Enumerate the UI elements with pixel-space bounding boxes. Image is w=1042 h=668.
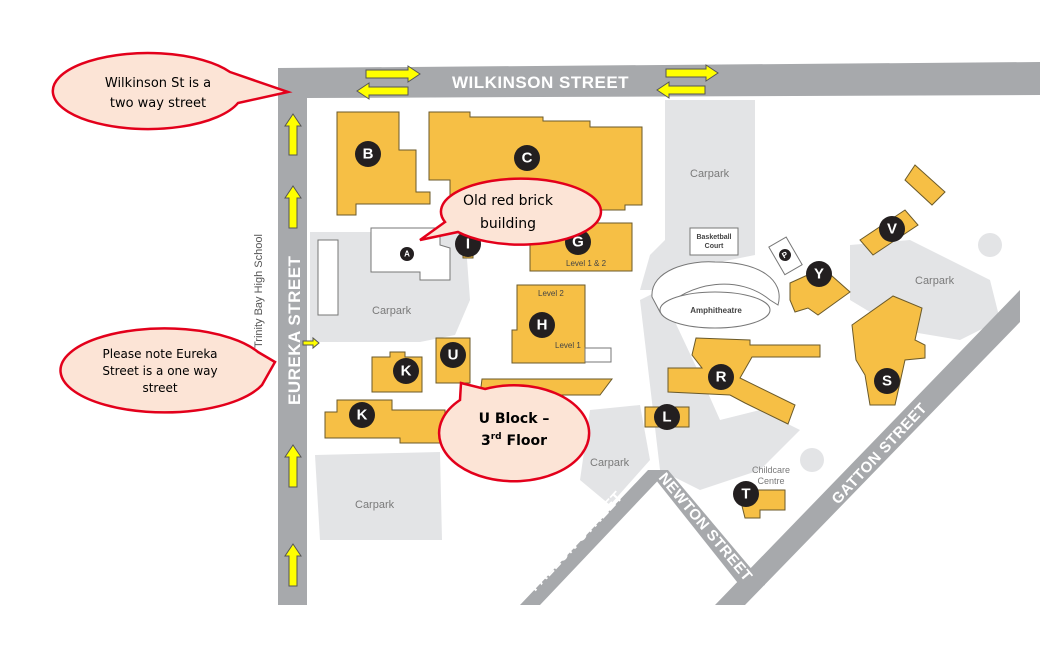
callout-eureka-text: Please note Eureka <box>103 347 218 361</box>
basketball-label: Court <box>705 243 724 250</box>
building-badges: B C G A I H U K K R L Y V S T <box>349 141 905 507</box>
badge-y-label: Y <box>814 266 824 283</box>
building-g-level: Level 1 & 2 <box>566 259 607 268</box>
badge-u-label: U <box>448 347 459 364</box>
badge-t-label: T <box>741 486 750 503</box>
carpark-label: Carpark <box>915 275 955 287</box>
parking-icon: P <box>780 249 790 260</box>
school-label: Trinity Bay High School <box>253 234 265 348</box>
callout-old-red-brick: Old red brick building <box>419 177 603 246</box>
badge-a: A <box>400 247 414 261</box>
building-h-level2: Level 2 <box>538 289 564 298</box>
badge-a-label: A <box>404 250 410 259</box>
callout-ublock-text: 3rd Floor <box>481 432 547 449</box>
building-s <box>851 295 926 406</box>
white-annex <box>317 239 339 316</box>
arrow-right-icon <box>665 64 719 82</box>
arrow-up-icon <box>284 543 302 587</box>
arrow-left-icon <box>656 81 706 99</box>
badge-s: S <box>874 368 900 394</box>
callout-wilkinson: Wilkinson St is a two way street <box>51 51 293 131</box>
badge-c: C <box>514 145 540 171</box>
badge-v: V <box>879 216 905 242</box>
callout-u-block: U Block – 3rd Floor <box>437 381 591 483</box>
building-v-annex <box>904 164 946 206</box>
building-b <box>336 111 431 216</box>
badge-r-label: R <box>716 369 727 386</box>
badge-l: L <box>654 404 680 430</box>
badge-h: H <box>529 312 555 338</box>
childcare-label: Childcare <box>752 465 790 475</box>
callout-ublock-text: U Block – <box>479 411 550 427</box>
carpark-label: Carpark <box>690 168 730 180</box>
carpark-label: Carpark <box>372 305 412 317</box>
badge-s-label: S <box>882 373 892 390</box>
fallon-street-road <box>410 470 668 605</box>
arrow-up-icon <box>284 444 302 488</box>
roads <box>278 62 1040 605</box>
arrow-right-icon <box>365 65 421 83</box>
callout-brick-text: building <box>480 216 536 232</box>
gatton-street-road <box>715 290 1020 605</box>
basketball-label: Basketball <box>696 234 731 241</box>
badge-g-label: G <box>572 234 584 251</box>
badge-c-label: C <box>522 150 533 167</box>
carpark-areas <box>310 100 1002 540</box>
badge-l-label: L <box>662 409 671 426</box>
badge-y: Y <box>806 261 832 287</box>
badge-t: T <box>733 481 759 507</box>
arrow-left-icon <box>356 82 409 100</box>
callout-eureka: Please note Eureka Street is a one way s… <box>59 327 277 414</box>
arrow-up-icon <box>284 185 302 229</box>
badge-r: R <box>708 364 734 390</box>
badge-b: B <box>355 141 381 167</box>
gatton-street-label: GATTON STREET <box>828 400 930 508</box>
arrow-right-icon <box>302 336 320 350</box>
basketball-court <box>689 227 739 256</box>
building-h-level1: Level 1 <box>555 341 581 350</box>
wilkinson-street-label: WILKINSON STREET <box>452 73 629 92</box>
childcare-label: Centre <box>757 476 784 486</box>
callout-wilkinson-text: two way street <box>110 96 206 111</box>
badge-h-label: H <box>537 317 548 334</box>
callout-wilkinson-text: Wilkinson St is a <box>105 76 211 91</box>
callout-eureka-text: Street is a one way <box>102 364 217 378</box>
badge-k-label: K <box>357 407 368 424</box>
building-r <box>667 337 821 425</box>
badge-i-label: I <box>466 236 470 253</box>
newton-street-road <box>648 470 765 592</box>
building-k-large <box>324 399 446 444</box>
badge-k: K <box>393 358 419 384</box>
badge-v-label: V <box>887 221 897 238</box>
eureka-street-label: EUREKA STREET <box>285 255 304 405</box>
carpark-label: Carpark <box>590 457 630 469</box>
badge-u: U <box>440 342 466 368</box>
fallon-street-label: FALLON STREET <box>525 488 626 595</box>
badge-k: K <box>349 402 375 428</box>
badge-k-label: K <box>401 363 412 380</box>
callout-eureka-text: street <box>142 381 177 395</box>
arrow-up-icon <box>284 113 302 156</box>
badge-b-label: B <box>363 146 374 163</box>
amphitheatre-label: Amphitheatre <box>690 306 742 315</box>
building-h-annex <box>584 347 612 363</box>
parking-bay: P <box>768 236 803 276</box>
callout-brick-text: Old red brick <box>463 193 554 209</box>
traffic-arrows <box>284 64 719 587</box>
carpark-label: Carpark <box>355 499 395 511</box>
amphitheatre: Amphitheatre <box>651 261 780 329</box>
